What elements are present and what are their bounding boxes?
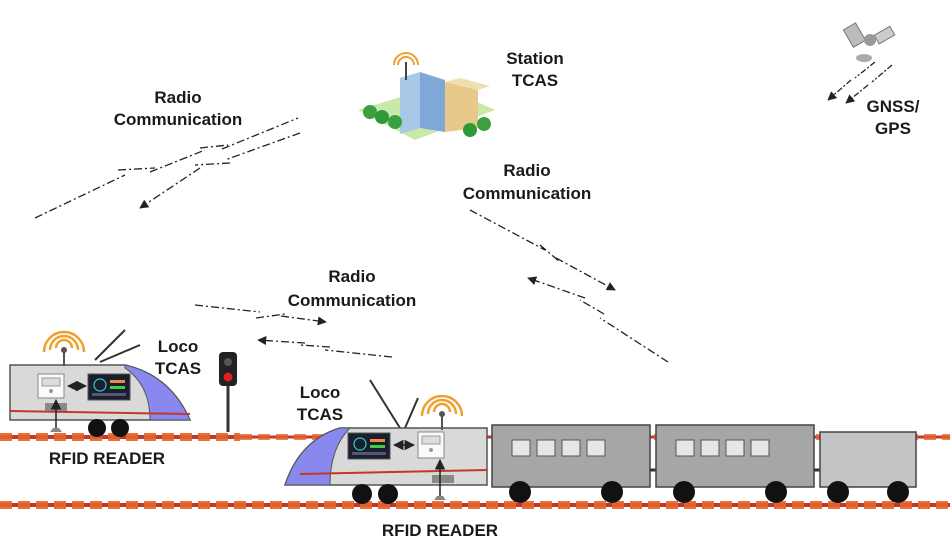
radio-mid-label-line1: Radio [328, 267, 375, 286]
radio-right-label-line2: Communication [463, 184, 591, 203]
display-unit-icon [87, 373, 131, 401]
gnss-label-line1: GNSS/ [867, 97, 920, 116]
radio-top-left-label-line2: Communication [114, 110, 242, 129]
coach-2 [655, 424, 815, 503]
radio-arrows-top-left [34, 117, 301, 219]
wireless-antenna-icon [42, 330, 86, 366]
radio-right-label-line1: Radio [503, 161, 550, 180]
gnss-signal-arrows [828, 61, 893, 103]
gnss-label-line2: GPS [875, 119, 911, 138]
loco2-label-line1: Loco [300, 383, 341, 402]
loco1-label-line1: Loco [158, 337, 199, 356]
rfid-reader-label-2: RFID READER [382, 521, 498, 540]
loco2-label-line2: TCAS [297, 405, 343, 424]
station-label-line2: TCAS [512, 71, 558, 90]
station-building-icon [358, 52, 495, 140]
coach-3 [819, 431, 917, 503]
radio-top-left-label-line1: Radio [154, 88, 201, 107]
coach-1 [491, 424, 651, 503]
radio-arrows-middle [194, 304, 393, 358]
radio-arrows-right [469, 209, 669, 363]
rfid-reader-icon [37, 373, 65, 432]
satellite-icon [842, 22, 896, 62]
radio-mid-label-line2: Communication [288, 291, 416, 310]
display-unit-icon [347, 432, 391, 460]
rfid-reader-label-1: RFID READER [49, 449, 165, 468]
loco1-label-line2: TCAS [155, 359, 201, 378]
rfid-reader-icon [417, 431, 446, 500]
station-label-line1: Station [506, 49, 564, 68]
signal-post-icon [219, 352, 237, 432]
wireless-antenna-icon [420, 394, 464, 430]
